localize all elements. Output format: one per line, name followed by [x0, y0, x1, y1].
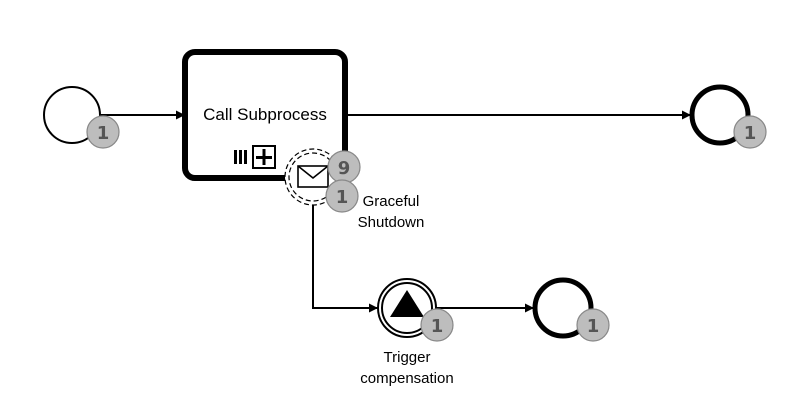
badge-compensation-event: 1	[420, 308, 454, 342]
task-label: Call Subprocess	[203, 105, 327, 124]
badge-start-event: 1	[86, 115, 120, 149]
badge-end-event-bottom-count: 1	[587, 316, 600, 337]
badge-boundary-event-total: 9	[327, 150, 361, 184]
badge-end-event-top-count: 1	[744, 123, 757, 144]
call-subprocess-task[interactable]	[182, 49, 348, 181]
badge-end-event-bottom: 1	[576, 308, 610, 342]
badge-boundary-event-active: 1	[325, 179, 359, 213]
compensation-event-label-line1: Trigger	[384, 349, 431, 366]
filled-triangle-icon	[390, 290, 424, 317]
badge-compensation-event-count: 1	[431, 316, 444, 337]
badge-boundary-event-active-count: 1	[336, 187, 349, 208]
start-event[interactable]	[43, 86, 101, 144]
badge-boundary-event-total-count: 9	[338, 158, 351, 179]
message-envelope-icon	[297, 165, 329, 188]
boundary-event-label-line1: Graceful	[363, 193, 420, 210]
flow-boundary-to-compensation[interactable]	[312, 205, 378, 313]
parallel-multi-instance-icon	[234, 150, 247, 164]
compensation-event-label-line2: compensation	[360, 370, 453, 387]
badge-start-event-count: 1	[97, 123, 110, 144]
badge-end-event-top: 1	[733, 115, 767, 149]
boundary-event-label-line2: Shutdown	[358, 214, 425, 231]
collapsed-subprocess-plus-icon	[252, 145, 276, 169]
